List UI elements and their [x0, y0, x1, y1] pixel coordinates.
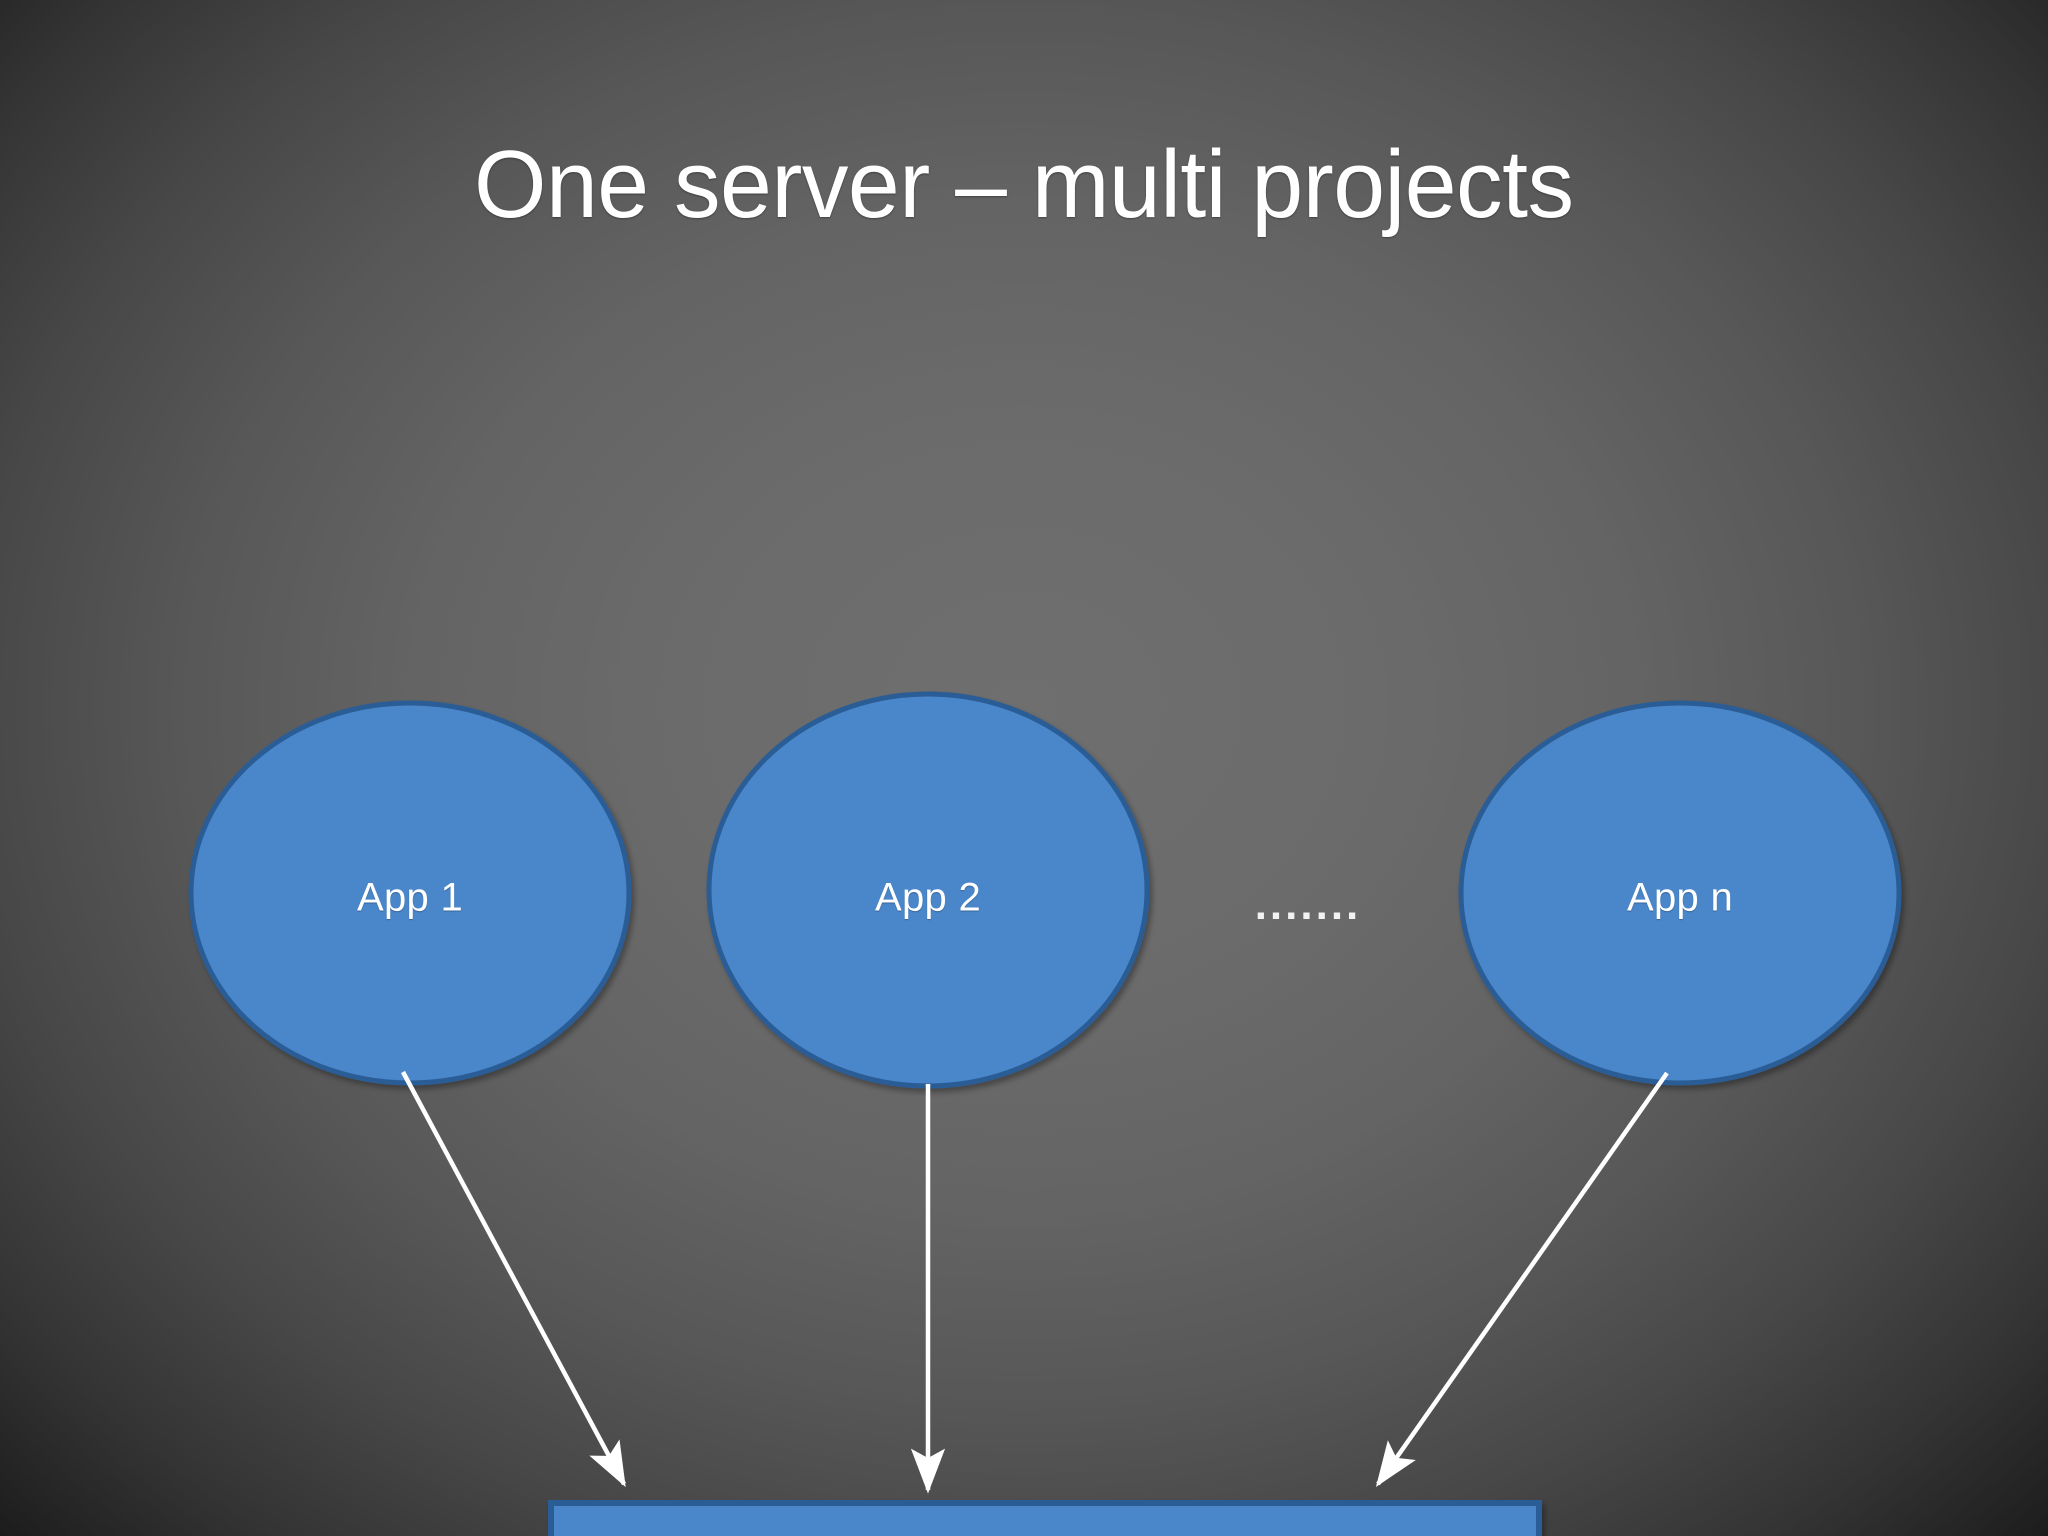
node-label-app-1: App 1	[356, 875, 464, 920]
slide-title: One server – multi projects	[0, 132, 2048, 238]
slide-title-text: One server – multi projects	[474, 131, 1574, 238]
ellipsis-label: .......	[1254, 880, 1362, 929]
connector-app-1-to-server	[401, 1070, 626, 1488]
node-app-n[interactable]	[1458, 700, 1902, 1086]
connector-app-n-to-server	[1375, 1071, 1669, 1487]
node-label-app-n: App n	[1626, 875, 1734, 920]
node-label-app-2: App 2	[874, 875, 982, 920]
node-server[interactable]	[548, 1500, 1542, 1536]
